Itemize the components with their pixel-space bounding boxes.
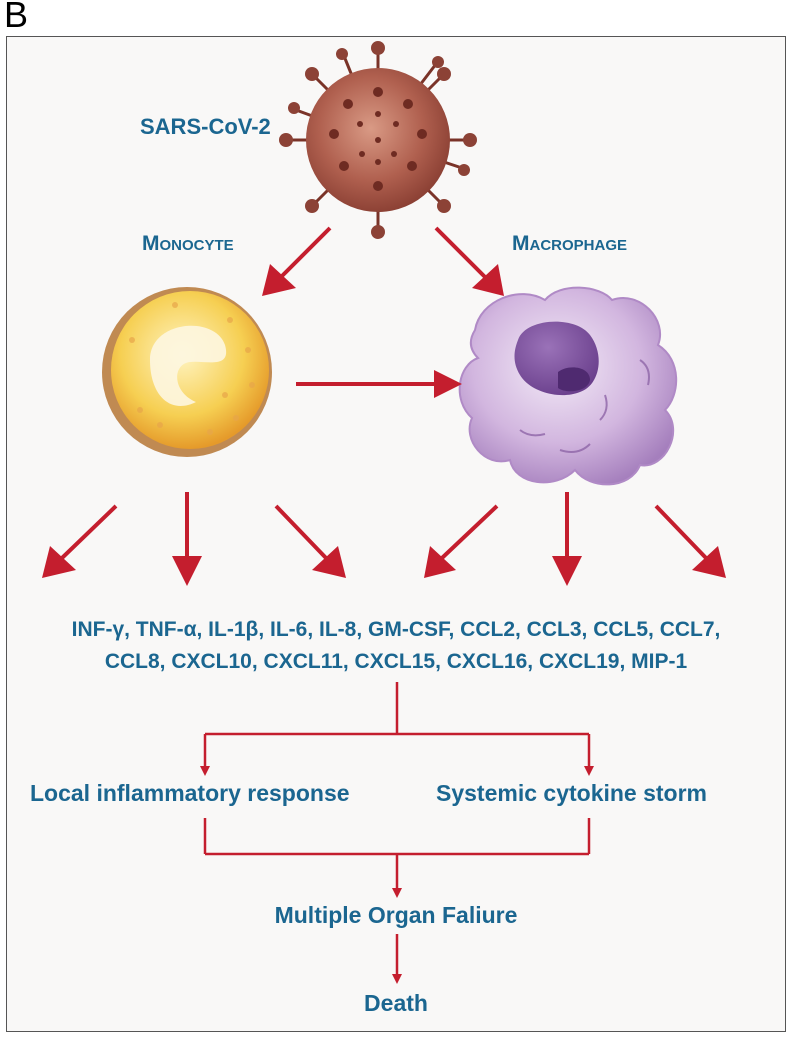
monocyte-label: Monocyte: [142, 232, 234, 255]
virus-label: SARS-CoV-2: [140, 114, 271, 139]
flow-connectors: [203, 682, 591, 976]
death-label: Death: [364, 990, 428, 1016]
flow-arrowheads: [200, 766, 594, 984]
virus-icon: [279, 41, 477, 239]
multiple-organ-failure: Multiple Organ Faliure: [274, 902, 518, 928]
systemic-cytokine-storm: Systemic cytokine storm: [436, 780, 708, 806]
cytokine-list-line-2: CCL8, CXCL10, CXCL11, CXCL15, CXCL16, CX…: [104, 650, 688, 673]
local-inflammatory-response: Local inflammatory response: [30, 780, 350, 806]
macrophage-icon: [458, 286, 678, 486]
monocyte-icon: [102, 287, 272, 457]
arrows: [42, 226, 726, 586]
cytokine-list-line-1: INF-γ, TNF-α, IL-1β, IL-6, IL-8, GM-CSF,…: [71, 618, 721, 641]
panel-letter: B: [4, 0, 29, 35]
macrophage-label: Macrophage: [512, 232, 628, 255]
